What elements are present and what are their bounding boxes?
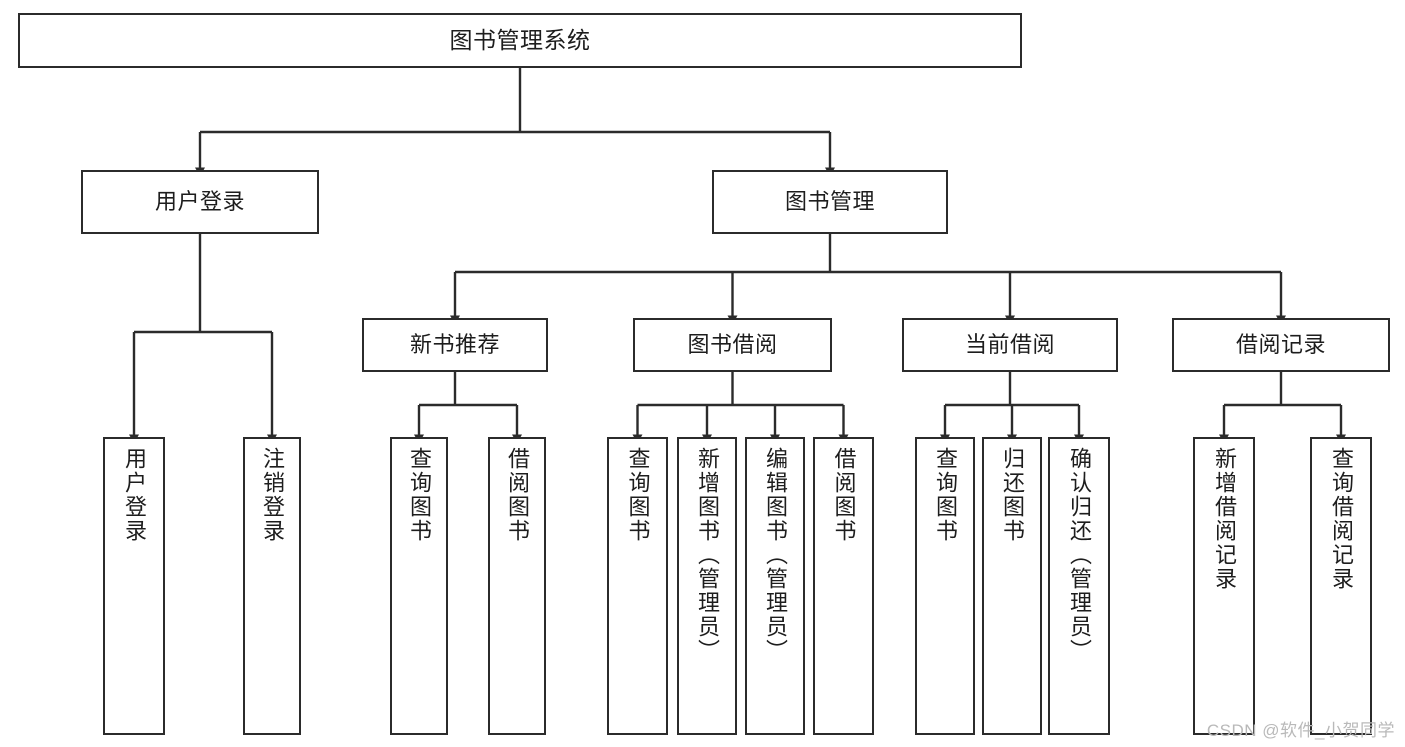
node-leaf-add-record[interactable]: 新增借阅记录 — [1193, 437, 1255, 735]
node-label: 新书推荐 — [409, 332, 500, 358]
node-leaf-borrow-book[interactable]: 借阅图书 — [813, 437, 874, 735]
node-leaf-user-logout[interactable]: 注销登录 — [243, 437, 301, 735]
node-leaf-edit-book[interactable]: 编辑图书（管理员） — [745, 437, 805, 735]
node-label: 新增图书（管理员） — [695, 447, 720, 663]
node-label: 借阅图书 — [831, 447, 857, 543]
node-leaf-borrow-book-new[interactable]: 借阅图书 — [488, 437, 546, 735]
node-label: 查询图书 — [625, 447, 651, 543]
node-leaf-query-book-current[interactable]: 查询图书 — [915, 437, 975, 735]
node-label: 图书管理系统 — [449, 26, 591, 53]
node-label: 查询借阅记录 — [1329, 447, 1354, 591]
node-bookmgmt[interactable]: 图书管理 — [712, 170, 948, 234]
node-label: 查询图书 — [407, 447, 432, 543]
node-leaf-query-book-new[interactable]: 查询图书 — [390, 437, 448, 735]
node-label: 确认归还（管理员） — [1067, 447, 1092, 663]
node-leaf-confirm-return[interactable]: 确认归还（管理员） — [1048, 437, 1110, 735]
node-label: 归还图书 — [1000, 447, 1025, 543]
node-label: 编辑图书（管理员） — [763, 447, 788, 663]
node-label: 用户登录 — [154, 189, 245, 215]
node-label: 新增借阅记录 — [1212, 447, 1237, 591]
node-leaf-query-record[interactable]: 查询借阅记录 — [1310, 437, 1372, 735]
node-newbook[interactable]: 新书推荐 — [362, 318, 548, 372]
node-leaf-add-book[interactable]: 新增图书（管理员） — [677, 437, 737, 735]
node-leaf-user-login[interactable]: 用户登录 — [103, 437, 165, 735]
node-label: 图书管理 — [784, 189, 875, 215]
edge-group — [129, 68, 1346, 444]
node-leaf-query-book-borrow[interactable]: 查询图书 — [607, 437, 668, 735]
node-label: 图书借阅 — [687, 332, 778, 358]
node-label: 查询图书 — [933, 447, 958, 543]
watermark-credit: CSDN @软件_小贺同学 — [1206, 721, 1395, 740]
node-label: 用户登录 — [122, 447, 147, 543]
node-leaf-return-book[interactable]: 归还图书 — [982, 437, 1042, 735]
node-current[interactable]: 当前借阅 — [902, 318, 1118, 372]
node-borrow[interactable]: 图书借阅 — [633, 318, 832, 372]
node-login[interactable]: 用户登录 — [81, 170, 319, 234]
node-root[interactable]: 图书管理系统 — [18, 13, 1022, 68]
node-label: 注销登录 — [260, 447, 285, 543]
node-records[interactable]: 借阅记录 — [1172, 318, 1390, 372]
node-label: 借阅图书 — [505, 447, 530, 543]
node-label: 借阅记录 — [1235, 332, 1326, 358]
node-label: 当前借阅 — [964, 332, 1055, 358]
